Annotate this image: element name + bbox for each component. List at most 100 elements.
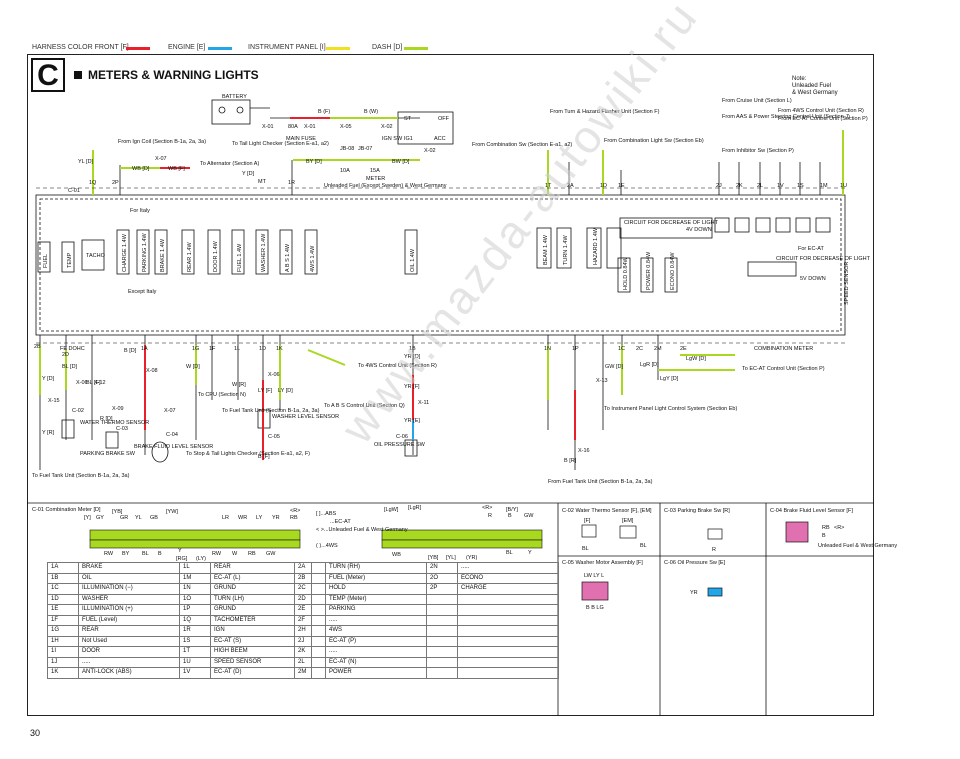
pin-2l: 2L xyxy=(757,183,763,189)
combination-meter-box xyxy=(35,194,846,336)
main-fuse-label: MAIN FUSE xyxy=(286,136,316,142)
pin-function xyxy=(457,635,559,647)
to-stop-label: To Stop & Tail Lights Checker (Section E… xyxy=(186,451,310,457)
panel-c02-f: [F] xyxy=(584,518,591,524)
conn-x07: X-07 xyxy=(164,408,176,414)
c01-top-rb: RB xyxy=(290,515,298,521)
pin-code: 2H xyxy=(294,625,326,637)
pin-1n: 1N xyxy=(544,346,551,352)
lamp-power: POWER 0.84W xyxy=(646,251,652,290)
pin-code: 1D xyxy=(47,593,79,605)
connector-panel-labels: C-02 Water Thermo Sensor [F], [EM] [F] [… xyxy=(562,508,897,611)
c01-r-yl: [YL] xyxy=(446,555,456,561)
pin-code: 1N xyxy=(179,583,211,595)
circuit-decrease-2 xyxy=(747,261,797,277)
wire-ly-f: LY [F] xyxy=(258,388,273,394)
lamp-oil: OIL 1.4W xyxy=(410,248,416,272)
c01-bot-ly: (LY) xyxy=(196,556,206,562)
note-line-2: Unleaded Fuel xyxy=(792,83,832,89)
panel-c04-title: C-04 Brake Fluid Level Sensor [F] xyxy=(770,508,853,514)
pin-code: 1C xyxy=(47,583,79,595)
pin-code: 1R xyxy=(179,625,211,637)
c01-legend-unleaded: < >...Unleaded Fuel & West Germany xyxy=(316,527,408,533)
pin-function: ..... xyxy=(325,646,427,658)
pin-code: 1H xyxy=(47,635,79,647)
pin-code xyxy=(426,625,458,637)
pin-code: 1L xyxy=(179,562,211,574)
pin-code: 2A xyxy=(294,562,326,574)
pin-function: Not Used xyxy=(78,635,180,647)
legend-front-swatch xyxy=(126,47,150,50)
conn-c02: C-02 xyxy=(72,408,84,414)
pin-code: 1A xyxy=(47,562,79,574)
c01-top-yr: YR xyxy=(272,515,280,521)
c01-r-lgr: [LgR] xyxy=(408,505,422,511)
circuit-decrease-label: CIRCUIT FOR DECREASE OF LIGHT xyxy=(624,220,719,226)
pin-2c: 2C xyxy=(636,346,643,352)
section-letter: C xyxy=(31,58,65,92)
panel-c06-yr: YR xyxy=(690,590,698,596)
pin-1u: 1U xyxy=(840,183,847,189)
connector-panel-shapes xyxy=(581,521,809,601)
legend-instrument-label: INSTRUMENT PANEL [I] xyxy=(248,44,326,51)
c01-r-lgw: [LgW] xyxy=(384,507,399,513)
c01-top-wr: WR xyxy=(238,515,247,521)
c01-top-yb: [YB] xyxy=(112,509,123,515)
to-4ws-label: To 4WS Control Unit (Section R) xyxy=(358,363,437,369)
pin-1a: 1A xyxy=(141,346,148,352)
c01-r-wb: WB xyxy=(392,552,401,558)
wire-b-d: B [D] xyxy=(124,348,137,354)
legend-engine-swatch xyxy=(208,47,232,50)
combination-meter-label: COMBINATION METER xyxy=(754,346,813,352)
pin-code: 1V xyxy=(179,667,211,679)
pin-function: DOOR xyxy=(78,646,180,658)
page-number: 30 xyxy=(30,728,41,738)
from-4ws-label: From 4WS Control Unit (Section R) xyxy=(778,108,864,114)
page-frame xyxy=(27,54,874,716)
unleaded-label: Unleaded Fuel (Except Sweden) & West Ger… xyxy=(324,183,447,189)
pin-code: 2B xyxy=(294,572,326,584)
table-row: 2K..... xyxy=(294,646,559,658)
c01-top-yl: YL xyxy=(135,515,142,521)
c01-label: C-01 xyxy=(68,188,80,194)
pin-function xyxy=(457,593,559,605)
panel-c02-bl2: BL xyxy=(640,543,647,549)
lamp-brake: BRAKE 1.4W xyxy=(160,238,166,272)
c01-bot-bl: BL xyxy=(142,551,149,557)
c01-bot-by: BY xyxy=(122,551,130,557)
c01-bot-rw: RW xyxy=(104,551,114,557)
pin-1t: 1T xyxy=(545,183,552,189)
wire-bl-d: BL [D] xyxy=(62,364,78,370)
pin-code xyxy=(426,593,458,605)
conn-x06b: X-06 xyxy=(268,372,280,378)
lamp-charge: CHARGE 1.4W xyxy=(122,233,128,272)
except-italy-label: Except Italy xyxy=(128,289,157,295)
off-label: OFF xyxy=(438,116,450,122)
bw-d-label: BW [D] xyxy=(392,159,410,165)
conn-x13: X-13 xyxy=(596,378,608,384)
x01b-label: X-01 xyxy=(304,124,316,130)
from-turn-label: From Turn & Hazard Flasher Unit (Section… xyxy=(550,109,660,115)
to-cpu-label: To CPU (Section N) xyxy=(198,392,246,398)
pin-2e: 2E xyxy=(680,346,687,352)
pin-1v: 1V xyxy=(777,183,784,189)
x02b-label: X-02 xyxy=(424,148,436,154)
pin-code: 1O xyxy=(179,593,211,605)
pin-code xyxy=(426,635,458,647)
conn-x06: X-06 xyxy=(76,380,88,386)
legend-dash-label: DASH [D] xyxy=(372,44,403,51)
pin-function: 4WS xyxy=(325,625,427,637)
jb08-label: JB-08 xyxy=(340,146,354,152)
y-d-label: Y [D] xyxy=(242,171,255,177)
ecat-indicator-boxes xyxy=(714,217,831,233)
x02-label: X-02 xyxy=(381,124,393,130)
pin-1s: 1S xyxy=(797,183,804,189)
